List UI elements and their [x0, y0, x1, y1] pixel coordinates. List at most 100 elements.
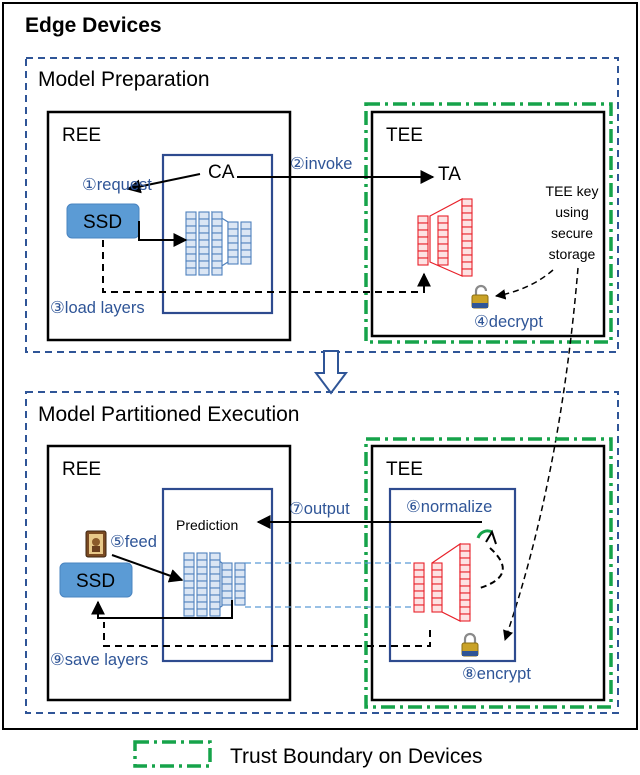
layer-cell: [461, 247, 473, 256]
layer-cell: [211, 253, 223, 262]
exec-ree-label: REE: [62, 459, 101, 480]
layer-column: [198, 211, 210, 276]
layer-cell: [211, 267, 223, 276]
layer-cell: [196, 552, 208, 561]
down-arrow-icon: [314, 350, 348, 395]
layer-cell: [459, 571, 471, 580]
layer-column: [185, 211, 197, 276]
prep-tee-label: TEE: [386, 125, 423, 146]
layer-column: [240, 221, 252, 265]
layer-cell: [461, 198, 473, 207]
layer-cell: [198, 253, 210, 262]
layer-cell: [183, 580, 195, 589]
model-to-ssd-arrow: [91, 600, 233, 619]
layer-cell: [211, 246, 223, 255]
layer-cell: [240, 256, 252, 265]
layer-cell: [211, 211, 223, 220]
layer-cell: [240, 221, 252, 230]
prep-trust-boundary: [364, 102, 613, 344]
layer-cell: [185, 260, 197, 269]
tee-key-note-line1: TEE key: [546, 183, 599, 199]
layer-cell: [459, 543, 471, 552]
request-arrow: [126, 173, 201, 194]
layer-cell: [461, 212, 473, 221]
step-normalize-label: ⑥normalize: [406, 498, 492, 516]
exec-tee-box: [370, 444, 606, 702]
step-decrypt-label: ④decrypt: [474, 313, 543, 331]
layer-cell: [417, 250, 429, 259]
layer-column: [417, 215, 429, 266]
layer-cell: [459, 599, 471, 608]
layer-cell: [198, 239, 210, 248]
prep-ree-label: REE: [62, 125, 101, 146]
layer-cell: [240, 249, 252, 258]
layer-column: [196, 552, 208, 617]
layer-cell: [234, 562, 246, 571]
prep-ree-box: [46, 110, 292, 342]
layer-cell: [196, 601, 208, 610]
layer-cell: [413, 569, 425, 578]
layer-cell: [431, 569, 443, 578]
layer-cell: [413, 590, 425, 599]
layer-cell: [196, 559, 208, 568]
layer-column: [234, 562, 246, 606]
layer-cell: [417, 215, 429, 224]
layer-column: [413, 562, 425, 613]
layer-cell: [198, 225, 210, 234]
layer-cell: [413, 583, 425, 592]
layer-column: [221, 562, 233, 606]
layer-column: [209, 552, 221, 617]
layer-cell: [185, 246, 197, 255]
layer-cell: [221, 583, 233, 592]
layer-cell: [209, 587, 221, 596]
layer-cell: [417, 222, 429, 231]
layer-cell: [221, 562, 233, 571]
layer-cell: [461, 233, 473, 242]
layer-column: [211, 211, 223, 276]
exec-ree-box: [46, 444, 292, 702]
layer-cell: [227, 228, 239, 237]
tee-key-note-line3: secure: [551, 225, 593, 241]
layer-cell: [227, 221, 239, 230]
layer-cell: [185, 218, 197, 227]
layer-cell: [413, 576, 425, 585]
prep-ca-box: [161, 153, 274, 315]
layer-cell: [413, 562, 425, 571]
layer-cell: [459, 557, 471, 566]
layer-cell: [437, 236, 449, 245]
layer-cell: [183, 608, 195, 617]
layer-cell: [211, 260, 223, 269]
prep-red-model-layers: [417, 198, 473, 277]
layer-cell: [459, 606, 471, 615]
layer-cell: [413, 604, 425, 613]
layer-cell: [234, 576, 246, 585]
layer-cell: [437, 215, 449, 224]
layer-cell: [227, 256, 239, 265]
layer-cell: [437, 243, 449, 252]
exec-ta-box: [388, 487, 517, 663]
edge-devices-frame: [2, 2, 638, 730]
layer-cell: [437, 250, 449, 259]
layer-cell: [227, 249, 239, 258]
layer-cell: [185, 211, 197, 220]
layer-cell: [417, 229, 429, 238]
layer-cell: [227, 242, 239, 251]
prep-ta-label: TA: [438, 164, 461, 185]
layer-cell: [185, 253, 197, 262]
layer-column: [227, 221, 239, 265]
layer-cell: [461, 219, 473, 228]
layer-cell: [196, 594, 208, 603]
layer-cell: [431, 583, 443, 592]
layer-cell: [183, 573, 195, 582]
tee-key-note-line2: using: [555, 204, 588, 220]
exec-trust-boundary: [364, 437, 613, 709]
layer-cell: [198, 211, 210, 220]
layer-cell: [183, 566, 195, 575]
layer-cell: [209, 594, 221, 603]
step-load-layers-label: ③load layers: [50, 299, 145, 317]
normalize-arc-icon: [476, 529, 493, 539]
layer-cell: [221, 597, 233, 606]
layer-cell: [437, 257, 449, 266]
step-feed-label: ⑤feed: [110, 533, 157, 551]
